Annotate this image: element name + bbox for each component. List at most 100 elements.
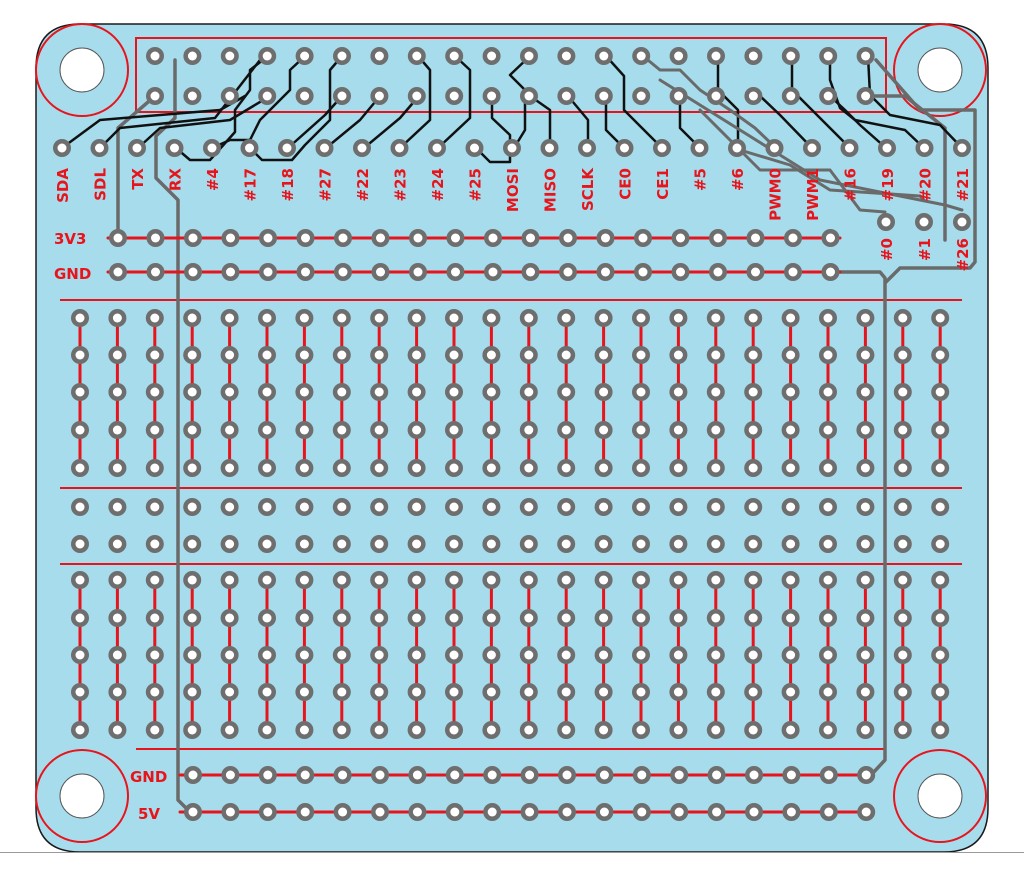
grid-pad — [407, 609, 426, 627]
grid-pad — [781, 498, 800, 516]
header-pin-bottom — [445, 87, 464, 105]
pad-5v-rail-bottom — [819, 803, 838, 821]
grid-pad — [557, 609, 576, 627]
grid-pad — [407, 383, 426, 401]
gpio-header-outline — [135, 37, 887, 113]
pad-gnd-rail — [484, 263, 502, 281]
pad-5v-rail-bottom — [632, 803, 651, 821]
grid-pad — [445, 683, 463, 701]
grid-pad — [781, 646, 800, 664]
grid-pad — [407, 309, 426, 327]
pad-gnd-rail-bottom — [707, 766, 726, 784]
grid-pad — [220, 421, 239, 439]
gpio-pad — [728, 139, 746, 157]
gpio-label: MOSI — [504, 168, 522, 212]
grid-pad — [819, 571, 837, 589]
header-pin-bottom — [819, 87, 838, 105]
grid-pad — [295, 571, 314, 589]
pad-gnd-rail-bottom — [745, 766, 763, 784]
trace-ce1 — [604, 54, 664, 150]
header-pin-bottom — [220, 87, 239, 105]
gpio-label: SDL — [92, 168, 110, 201]
grid-pad — [258, 309, 276, 327]
grid-pad — [445, 498, 463, 516]
pad-5v-rail-bottom — [745, 803, 763, 821]
pad-gnd-rail-bottom — [445, 766, 464, 784]
gpio-pad-26 — [953, 213, 971, 231]
grid-pad — [669, 571, 688, 589]
grid-pad — [220, 309, 239, 327]
gpio-label: PWM1 — [804, 168, 822, 221]
grid-pad — [108, 459, 127, 477]
grid-pad — [669, 609, 688, 627]
header-pin-bottom — [669, 87, 688, 105]
gpio-label: #16 — [842, 168, 860, 201]
grid-pad — [519, 421, 538, 439]
gpio-label: #22 — [354, 168, 372, 201]
grid-pad — [295, 646, 314, 664]
grid-pad — [893, 309, 912, 327]
grid-pad — [706, 421, 725, 439]
grid-pad — [220, 459, 239, 477]
grid-pad — [258, 646, 276, 664]
grid-pad — [819, 309, 837, 327]
grid-pad — [258, 383, 276, 401]
header-pin-top — [707, 47, 725, 65]
trace-23 — [398, 54, 432, 150]
trace-17 — [248, 54, 344, 162]
grid-pad — [445, 609, 463, 627]
grid-pad — [370, 535, 389, 553]
grid-pad — [183, 721, 202, 739]
grid-pad — [370, 609, 389, 627]
grid-pad — [632, 535, 650, 553]
header-pin-bottom — [146, 87, 164, 105]
grid-pad — [108, 571, 127, 589]
pad-5v-rail-bottom — [558, 803, 576, 821]
pad-3v3-rail — [559, 229, 577, 247]
grid-pad — [482, 346, 501, 364]
grid-pad — [781, 535, 800, 553]
pad-3v3-rail — [521, 229, 540, 247]
trace-21 — [866, 54, 964, 150]
grid-pad — [71, 721, 89, 739]
grid-pad — [931, 383, 950, 401]
header-pin-bottom — [520, 87, 538, 105]
header-pin-top — [258, 47, 277, 65]
grid-pad — [594, 646, 613, 664]
grid-pad — [145, 421, 164, 439]
gpio-pad — [315, 139, 334, 157]
grid-pad — [819, 721, 837, 739]
gpio-pad-0 — [877, 213, 895, 231]
grid-pad — [145, 646, 164, 664]
trace-5 — [678, 94, 702, 150]
header-pin-bottom — [781, 87, 800, 105]
grid-pad — [893, 683, 912, 701]
grid-pad — [183, 535, 202, 553]
grid-pad — [295, 609, 314, 627]
gpio-pad — [878, 139, 896, 157]
pad-3v3-rail — [184, 229, 202, 247]
grid-pad — [557, 721, 576, 739]
grid-pad — [108, 498, 127, 516]
grid-pad — [108, 383, 127, 401]
gpio-label: MISO — [542, 168, 560, 212]
grid-pad — [594, 421, 613, 439]
grid-pad — [931, 721, 950, 739]
grid-pad — [332, 571, 351, 589]
gpio-pad — [240, 139, 259, 157]
grid-pad — [519, 383, 538, 401]
grid-pad — [856, 683, 875, 701]
grid-pad — [332, 459, 351, 477]
grid-pad — [220, 683, 239, 701]
header-pin-bottom — [744, 87, 763, 105]
grid-pad — [482, 421, 501, 439]
grid-pad — [332, 646, 351, 664]
grid-pad — [706, 609, 725, 627]
grid-pad — [445, 571, 463, 589]
grid-pad — [519, 346, 538, 364]
grid-pad — [893, 609, 912, 627]
grid-pad — [108, 683, 127, 701]
gpio-pad — [953, 139, 971, 157]
grid-pad — [632, 309, 650, 327]
